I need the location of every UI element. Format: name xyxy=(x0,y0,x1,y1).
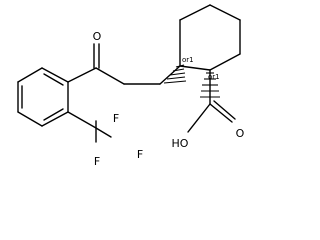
benzene-ring xyxy=(17,67,69,127)
stereo-label-c1: or1 xyxy=(182,56,194,64)
atom-label-acid-oh: HO xyxy=(172,137,189,150)
stereo-label-c2: or1 xyxy=(208,73,220,81)
bond-c1-ch2 xyxy=(159,65,181,85)
hashed-wedge-c1 xyxy=(163,64,187,84)
atom-label-f-bottom: F xyxy=(94,155,100,168)
atom-label-o-ketone: O xyxy=(93,30,102,43)
atom-label-acid-o: O xyxy=(236,127,245,140)
chemical-structure-diagram: O F F F HO O or1 or1 xyxy=(17,4,245,168)
atom-label-f-top: F xyxy=(113,112,119,125)
trifluoromethyl-group xyxy=(67,111,112,143)
cyclohexane-ring xyxy=(179,4,241,71)
carboxylic-acid-group xyxy=(187,100,236,133)
atom-label-f-right: F xyxy=(137,148,143,161)
aryl-ketone-chain xyxy=(67,43,161,85)
